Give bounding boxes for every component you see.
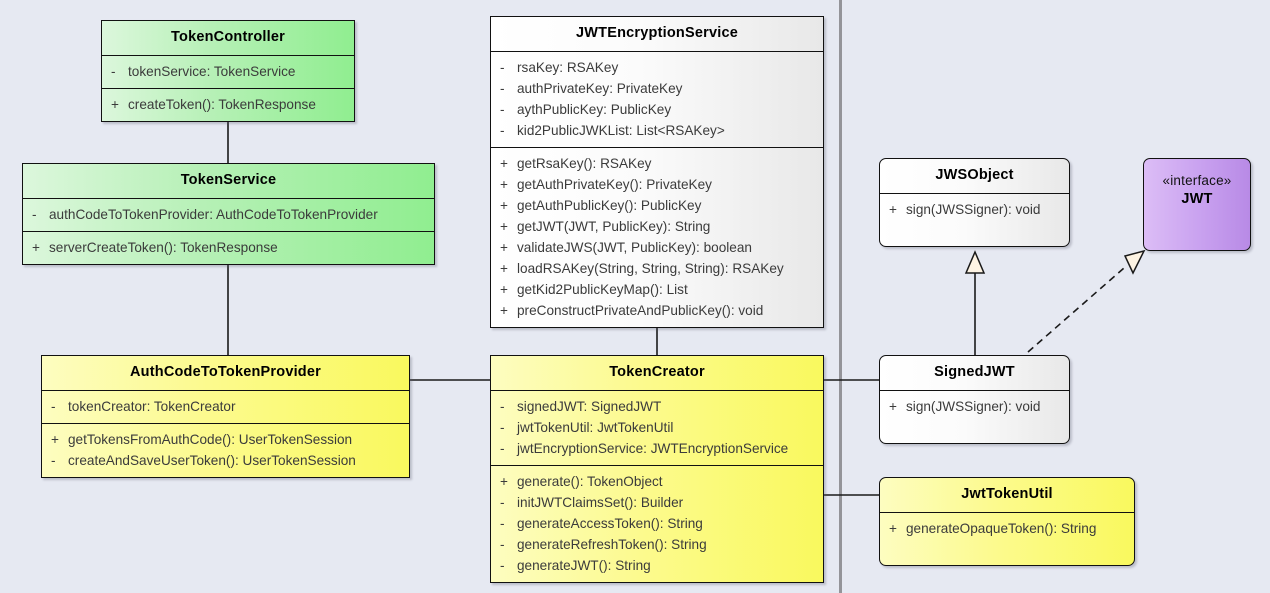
methods-compartment-signedjwt: + sign(JWSSigner): void (880, 389, 1069, 443)
class-member: - kid2PublicJWKList: List<RSAKey> (500, 122, 725, 138)
attributes-compartment-tokencreator: - signedJWT: SignedJWT - jwtTokenUtil: J… (491, 389, 823, 465)
class-member: - initJWTClaimsSet(): Builder (500, 494, 684, 510)
class-member: - aythPublicKey: PublicKey (500, 101, 672, 117)
class-member: - signedJWT: SignedJWT (500, 398, 662, 414)
class-title-signedjwt: SignedJWT (934, 364, 1015, 380)
class-box-authcodetotokenprovider[interactable]: AuthCodeToTokenProvider - tokenCreator: … (41, 355, 410, 478)
class-title-jwsobject: JWSObject (935, 167, 1014, 183)
methods-compartment-tokencontroller: + createToken(): TokenResponse (102, 87, 354, 121)
attributes-compartment-jwtencryptionservice: - rsaKey: RSAKey - authPrivateKey: Priva… (491, 50, 823, 147)
class-box-tokenservice[interactable]: TokenService - authCodeToTokenProvider: … (22, 163, 435, 265)
class-box-signedjwt[interactable]: SignedJWT + sign(JWSSigner): void (879, 355, 1070, 444)
class-box-jwtencryptionservice[interactable]: JWTEncryptionService - rsaKey: RSAKey - … (490, 16, 824, 328)
class-title-jwttokenutil: JwtTokenUtil (961, 486, 1053, 502)
attributes-compartment-authcodetotokenprovider: - tokenCreator: TokenCreator (42, 389, 409, 423)
class-box-jwsobject[interactable]: JWSObject + sign(JWSSigner): void (879, 158, 1070, 247)
class-member: + getRsaKey(): RSAKey (500, 155, 652, 171)
class-box-jwt-interface[interactable]: «interface» JWT (1143, 158, 1251, 251)
class-box-jwttokenutil[interactable]: JwtTokenUtil + generateOpaqueToken(): St… (879, 477, 1135, 566)
class-member: + generate(): TokenObject (500, 473, 663, 489)
stereotype-label: «interface» (1162, 173, 1232, 188)
methods-compartment-authcodetotokenprovider: + getTokensFromAuthCode(): UserTokenSess… (42, 422, 409, 477)
class-member: - jwtEncryptionService: JWTEncryptionSer… (500, 440, 789, 456)
class-member: + getAuthPrivateKey(): PrivateKey (500, 176, 712, 192)
generalization-arrowhead (964, 250, 986, 274)
class-member: + sign(JWSSigner): void (889, 398, 1041, 414)
class-member: + serverCreateToken(): TokenResponse (32, 239, 278, 255)
class-member: + getAuthPublicKey(): PublicKey (500, 197, 702, 213)
class-member: + loadRSAKey(String, String, String): RS… (500, 260, 784, 276)
class-member: - generateRefreshToken(): String (500, 536, 707, 552)
interface-name: JWT (1181, 190, 1213, 207)
class-member: + getKid2PublicKeyMap(): List (500, 281, 688, 297)
class-title-jwt: «interface» JWT (1144, 159, 1250, 216)
class-box-tokencreator[interactable]: TokenCreator - signedJWT: SignedJWT - jw… (490, 355, 824, 583)
class-title-tokencreator: TokenCreator (609, 364, 705, 380)
class-member: - authCodeToTokenProvider: AuthCodeToTok… (32, 206, 378, 222)
class-member: - tokenCreator: TokenCreator (51, 398, 236, 414)
class-member: + getTokensFromAuthCode(): UserTokenSess… (51, 431, 353, 447)
realization-arrowhead (1123, 249, 1146, 275)
methods-compartment-jwsobject: + sign(JWSSigner): void (880, 192, 1069, 246)
attributes-compartment-tokencontroller: - tokenService: TokenService (102, 54, 354, 88)
class-member: + createToken(): TokenResponse (111, 96, 316, 112)
class-member: + sign(JWSSigner): void (889, 201, 1041, 217)
class-title-tokencontroller: TokenController (171, 29, 285, 45)
class-member: - createAndSaveUserToken(): UserTokenSes… (51, 452, 356, 468)
class-member: + preConstructPrivateAndPublicKey(): voi… (500, 302, 764, 318)
class-title-tokenservice: TokenService (180, 172, 277, 188)
methods-compartment-jwttokenutil: + generateOpaqueToken(): String (880, 511, 1134, 565)
class-member: + generateOpaqueToken(): String (889, 520, 1097, 536)
methods-compartment-tokenservice: + serverCreateToken(): TokenResponse (23, 230, 434, 264)
class-member: - generateAccessToken(): String (500, 515, 703, 531)
edge-signedjwt-jwt (1027, 267, 1125, 353)
class-member: - authPrivateKey: PrivateKey (500, 80, 683, 96)
class-member: + validateJWS(JWT, PublicKey): boolean (500, 239, 752, 255)
class-member: - jwtTokenUtil: JwtTokenUtil (500, 419, 674, 435)
class-title-jwtencryptionservice: JWTEncryptionService (576, 25, 738, 41)
class-member: - generateJWT(): String (500, 557, 651, 573)
methods-compartment-tokencreator: + generate(): TokenObject - initJWTClaim… (491, 464, 823, 582)
class-member: + getJWT(JWT, PublicKey): String (500, 218, 711, 234)
attributes-compartment-tokenservice: - authCodeToTokenProvider: AuthCodeToTok… (23, 197, 434, 231)
class-box-tokencontroller[interactable]: TokenController - tokenService: TokenSer… (101, 20, 355, 122)
class-member: - rsaKey: RSAKey (500, 59, 619, 75)
methods-compartment-jwtencryptionservice: + getRsaKey(): RSAKey + getAuthPrivateKe… (491, 146, 823, 327)
vertical-divider (839, 0, 842, 593)
class-title-authcodetotokenprovider: AuthCodeToTokenProvider (130, 364, 321, 380)
class-member: - tokenService: TokenService (111, 63, 296, 79)
